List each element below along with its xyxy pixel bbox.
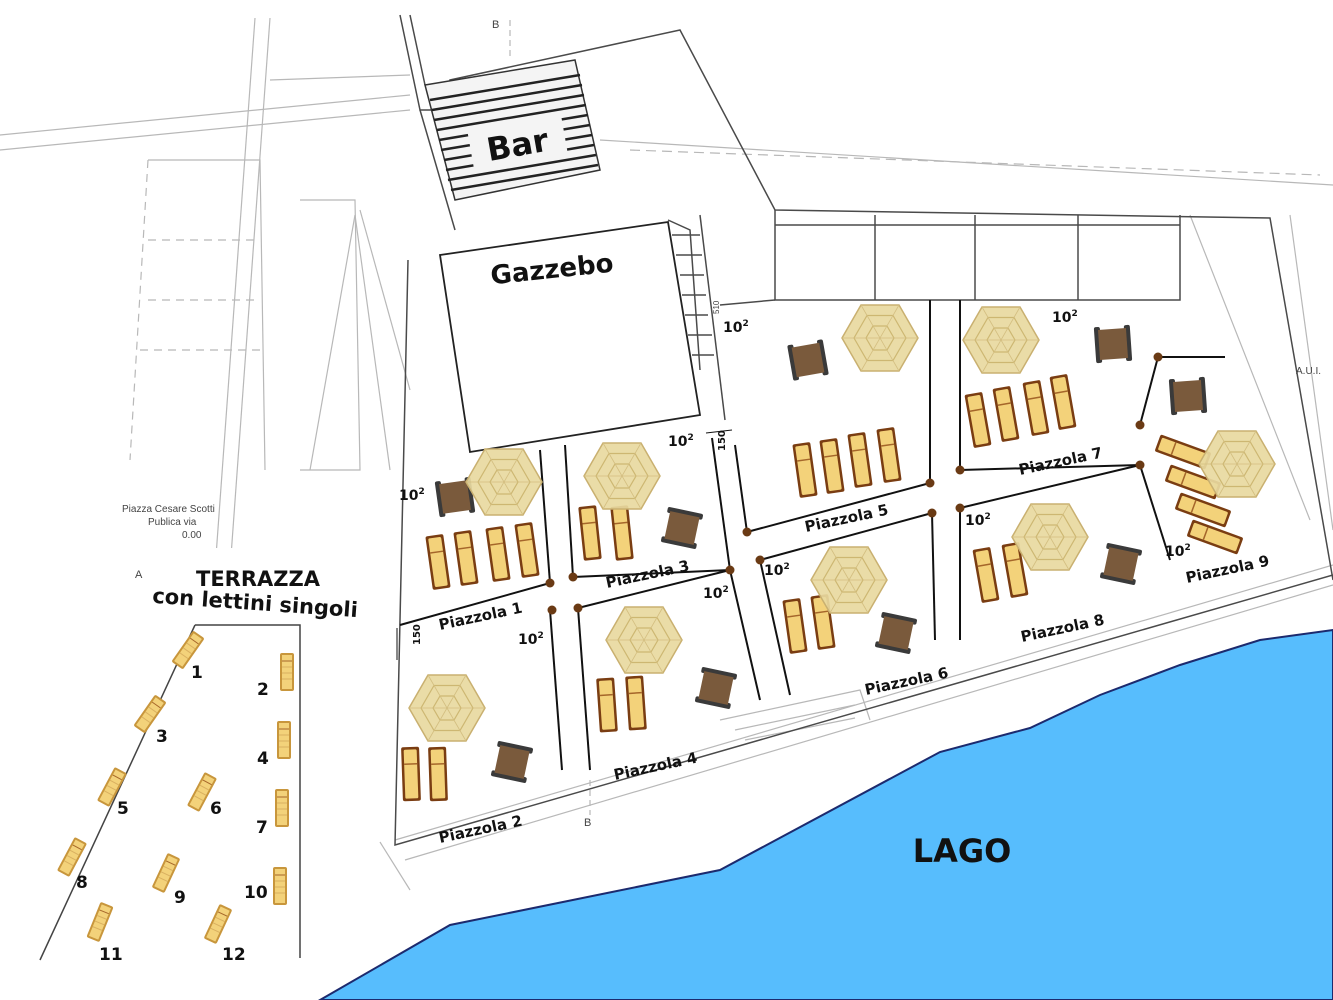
area-value: 10 xyxy=(723,320,743,336)
walls xyxy=(394,14,1333,847)
publica-via-label: Publica via xyxy=(148,517,197,528)
svg-text:102: 102 xyxy=(518,631,544,648)
svg-text:102: 102 xyxy=(703,585,729,602)
area-value: 10 xyxy=(703,586,723,602)
svg-text:102: 102 xyxy=(399,487,425,504)
aui-label: A.U.I. xyxy=(1296,366,1321,377)
area-exponent: 2 xyxy=(1071,309,1077,319)
area-value: 10 xyxy=(1052,310,1072,326)
lettino-number: 1 xyxy=(191,663,203,683)
area-exponent: 2 xyxy=(722,585,728,595)
quota-label: 0.00 xyxy=(182,530,202,541)
svg-text:102: 102 xyxy=(965,512,991,529)
lettino-number: 12 xyxy=(222,945,246,965)
piazzola-3-label: Piazzola 3 xyxy=(604,557,691,592)
lettino-number: 11 xyxy=(99,945,123,965)
dim-510: 510 xyxy=(712,300,721,314)
section-mark-bottom: B xyxy=(584,817,591,829)
lettino-number: 5 xyxy=(117,799,129,819)
lettino-number: 3 xyxy=(156,727,168,747)
lettino-number: 6 xyxy=(210,799,222,819)
dim-150-left: 150 xyxy=(412,624,423,645)
gazzebo: Gazzebo xyxy=(438,220,702,454)
lettino-number: 2 xyxy=(257,680,269,700)
a-mark: A xyxy=(135,569,143,581)
piazzola-6-label: Piazzola 6 xyxy=(863,664,950,699)
section-mark-top: B xyxy=(492,19,499,31)
piazzola-8-label: Piazzola 8 xyxy=(1019,611,1106,646)
area-exponent: 2 xyxy=(687,433,693,443)
piazzola-7-label: Piazzola 7 xyxy=(1017,444,1104,479)
terrazza-numbers: 1 2 3 4 5 6 7 8 9 10 11 12 xyxy=(76,663,269,965)
area-value: 10 xyxy=(965,513,985,529)
lake: LAGO xyxy=(317,628,1333,1000)
lettino-number: 4 xyxy=(257,749,269,769)
area-value: 10 xyxy=(764,563,784,579)
area-value: 10 xyxy=(518,632,538,648)
dimension-marks: 150 150 510 xyxy=(396,300,733,660)
piazzola-dividers xyxy=(399,300,1225,771)
bar-building: Bar xyxy=(424,59,601,201)
area-value: 10 xyxy=(399,488,419,504)
dim-150-mid: 150 xyxy=(717,430,728,451)
piazzola-4-label: Piazzola 4 xyxy=(612,749,699,784)
lettino-number: 8 xyxy=(76,873,88,893)
post-icon xyxy=(545,352,1163,615)
svg-text:102: 102 xyxy=(1165,543,1191,560)
area-exponent: 2 xyxy=(742,319,748,329)
area-exponent: 2 xyxy=(537,631,543,641)
svg-text:102: 102 xyxy=(723,319,749,336)
area-marks: 102 102 102 102 102 102 102 102 102 xyxy=(399,309,1191,648)
plan-annotations: Piazza Cesare Scotti Publica via 0.00 A.… xyxy=(122,19,1321,829)
area-exponent: 2 xyxy=(1184,543,1190,553)
piazzola-2-label: Piazzola 2 xyxy=(437,812,524,847)
terrazza: TERRAZZA con lettini singoli xyxy=(39,548,360,961)
lettino-number: 9 xyxy=(174,888,186,908)
svg-text:102: 102 xyxy=(764,562,790,579)
lettino-number: 7 xyxy=(256,818,268,838)
piazzola-1-label: Piazzola 1 xyxy=(437,599,524,634)
area-exponent: 2 xyxy=(418,487,424,497)
lago-label: LAGO xyxy=(913,832,1012,870)
piazzola-9-label: Piazzola 9 xyxy=(1184,552,1271,587)
area-value: 10 xyxy=(1165,544,1185,560)
svg-text:102: 102 xyxy=(1052,309,1078,326)
svg-text:102: 102 xyxy=(668,433,694,450)
terrazza-title: TERRAZZA xyxy=(196,567,321,591)
area-value: 10 xyxy=(668,434,688,450)
lettino-number: 10 xyxy=(244,883,268,903)
area-exponent: 2 xyxy=(783,562,789,572)
area-exponent: 2 xyxy=(984,512,990,522)
piazza-label: Piazza Cesare Scotti xyxy=(122,504,215,515)
